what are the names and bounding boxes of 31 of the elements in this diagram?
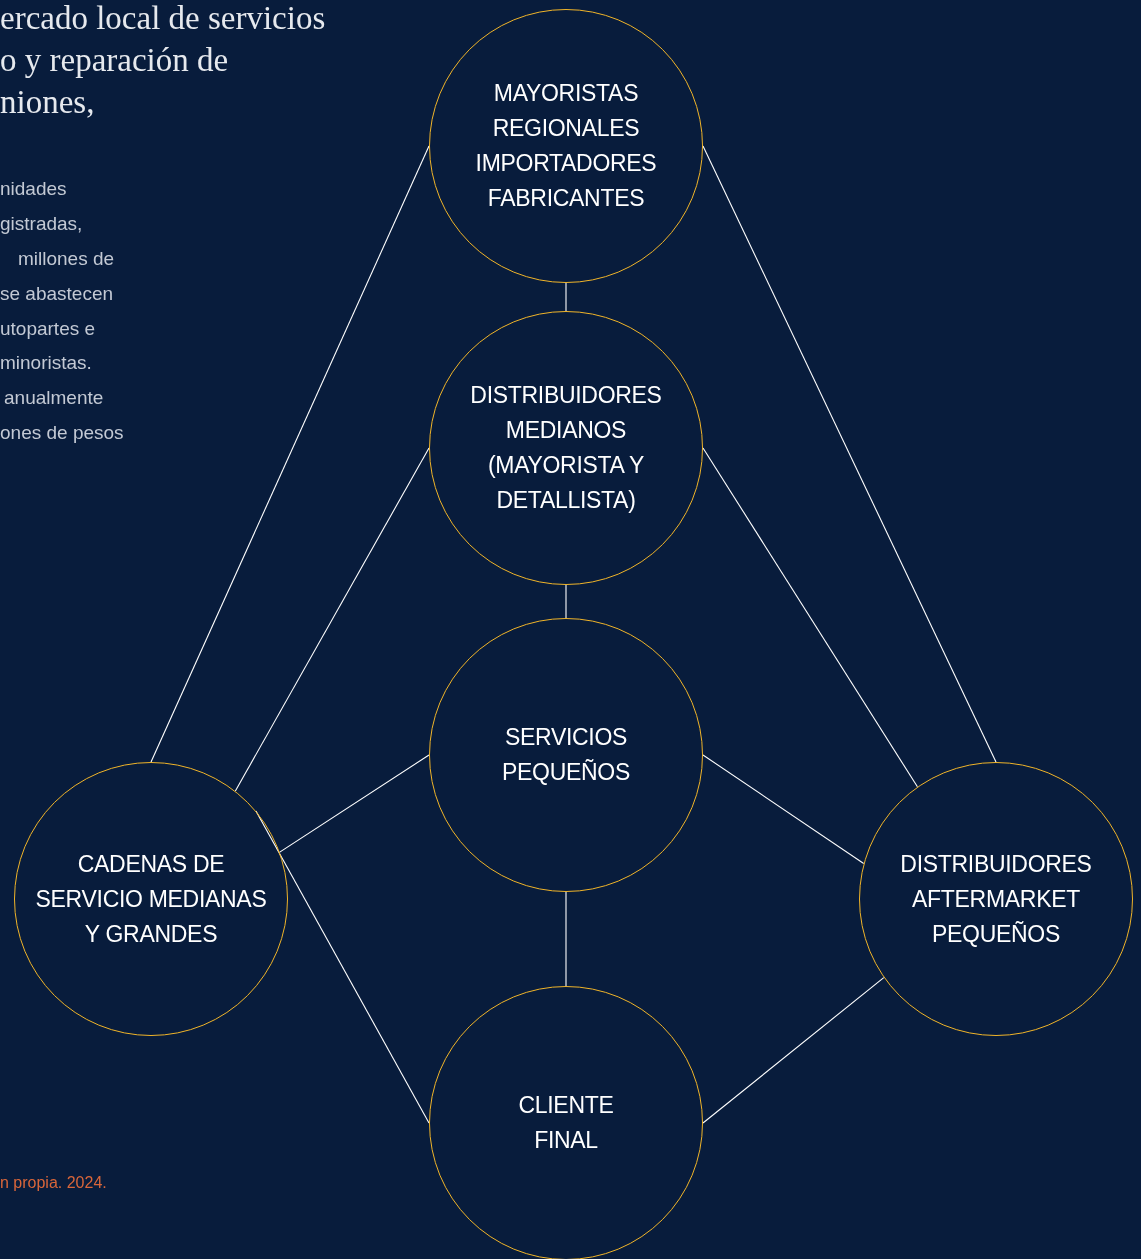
body-text: utopartes e [0,318,96,340]
node-label: REGIONALES [492,114,640,143]
node-label: IMPORTADORES [475,149,657,178]
body-text: gistradas, [0,213,83,235]
connector-line [702,754,865,865]
connector-line [565,282,567,312]
node-label: MAYORISTAS [493,79,639,108]
body-text: millones de [18,248,115,270]
connector-line [150,145,430,763]
title-text: ercado local de servicios [0,0,326,37]
body-text: minoristas. [0,352,92,374]
connector-line [702,977,885,1124]
connector-line [234,447,430,792]
title-text: o y reparación de [0,42,229,79]
body-text: se abastecen [0,283,114,305]
connector-line [565,891,567,987]
node-label: CLIENTE FINAL [517,1091,615,1155]
node-label: DISTRIBUIDORES MEDIANOS (MAYORISTA Y DETALLISTA) [469,381,663,515]
body-text: anualmente [4,387,104,409]
connector-line [702,145,997,763]
body-text: nidades [0,178,67,200]
connector-line [279,754,430,853]
node-label: DISTRIBUIDORES AFTERMARKET PEQUEÑOS [899,849,1093,949]
node-label: CADENAS DE SERVICIO MEDIANAS Y GRANDES [34,849,268,949]
connector-line [702,447,918,788]
node-label: FABRICANTES [487,184,645,213]
source-note: n propia. 2024. [0,1174,107,1192]
body-text: ones de pesos [0,422,124,444]
node-label: SERVICIOS PEQUEÑOS [501,723,631,787]
title-text: niones, [0,84,95,121]
connector-line [565,584,567,619]
